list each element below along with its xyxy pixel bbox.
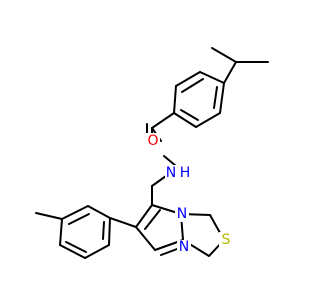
p-tolyl-group xyxy=(35,205,137,259)
structure-canvas: O N H N N S xyxy=(35,47,269,259)
atom-labels: O N H N N S xyxy=(146,133,233,256)
oxygen-label: O xyxy=(147,133,158,149)
amide-hydrogen-label: H xyxy=(180,165,191,181)
isopropyl-group xyxy=(211,47,269,84)
bridgehead-nitrogen-label: N xyxy=(177,206,187,222)
sulfur-label: S xyxy=(222,232,231,248)
methylene-linker xyxy=(151,175,167,206)
imidazole-nitrogen-label: N xyxy=(179,239,189,255)
imidazothiazole-system xyxy=(135,204,225,257)
amide-nitrogen-label: N xyxy=(166,165,176,181)
molecule-structure: O N H N N S xyxy=(35,47,269,259)
benzene-ring-top xyxy=(173,71,225,128)
